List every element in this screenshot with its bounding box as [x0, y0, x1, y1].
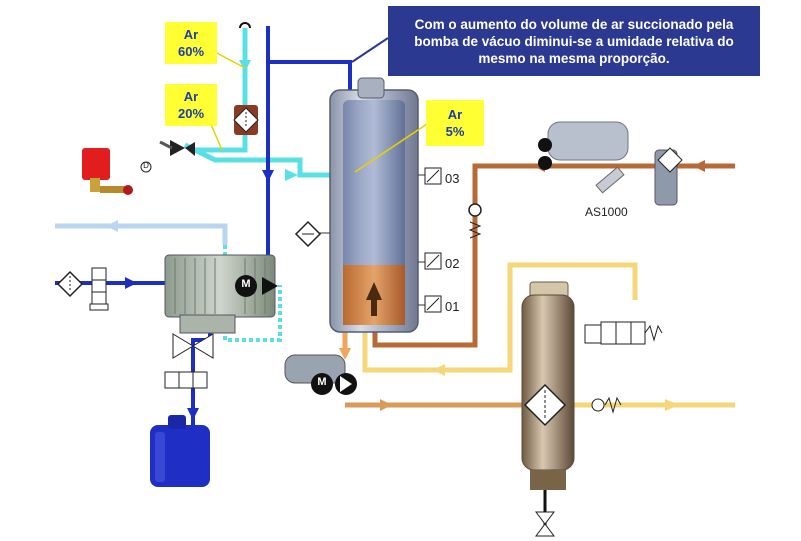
air-line [183, 28, 355, 181]
air-5-label: Ar 5% [426, 100, 484, 146]
spring-check-valve-icon [591, 396, 622, 414]
level-sensor-01-label: 01 [445, 299, 460, 314]
level-sensor-02-label: 02 [445, 256, 460, 271]
callout-pointers [209, 37, 431, 173]
valve-icon [159, 140, 195, 156]
filter-icon [233, 105, 259, 135]
sensor-model-label: AS1000 [585, 205, 628, 219]
air-20-label: Ar 20% [165, 84, 217, 126]
motor-icon [235, 275, 278, 297]
valve-tag-label: D [143, 161, 149, 170]
canister-icon [150, 415, 210, 487]
oil-pump [538, 121, 683, 206]
inlet-filter-icon [56, 270, 84, 298]
air-60-label: Ar 60% [165, 22, 217, 64]
return-line [55, 220, 228, 245]
coil-line [223, 245, 282, 342]
heat-exchanger [164, 254, 276, 334]
level-sensor-icon [424, 167, 442, 313]
callout-box: Com o aumento do volume de ar succionado… [388, 6, 760, 76]
right-solenoid-icon [584, 321, 663, 345]
pump-motor-label: M [317, 376, 327, 388]
sensor-diamond-icon [294, 220, 322, 248]
check-valve-icon [468, 203, 482, 239]
level-sensor-03-label: 03 [445, 171, 460, 186]
solenoid-valve-icon [89, 267, 109, 311]
vacuum-pump [284, 354, 357, 395]
condensate-line [339, 262, 735, 411]
inlet-hook-icon [239, 22, 251, 29]
cyclone-separator [521, 281, 575, 537]
separator-tank [318, 77, 430, 333]
regulator-icon [82, 148, 152, 195]
drain-valve-icon [164, 333, 214, 389]
motor-label: M [241, 278, 251, 290]
